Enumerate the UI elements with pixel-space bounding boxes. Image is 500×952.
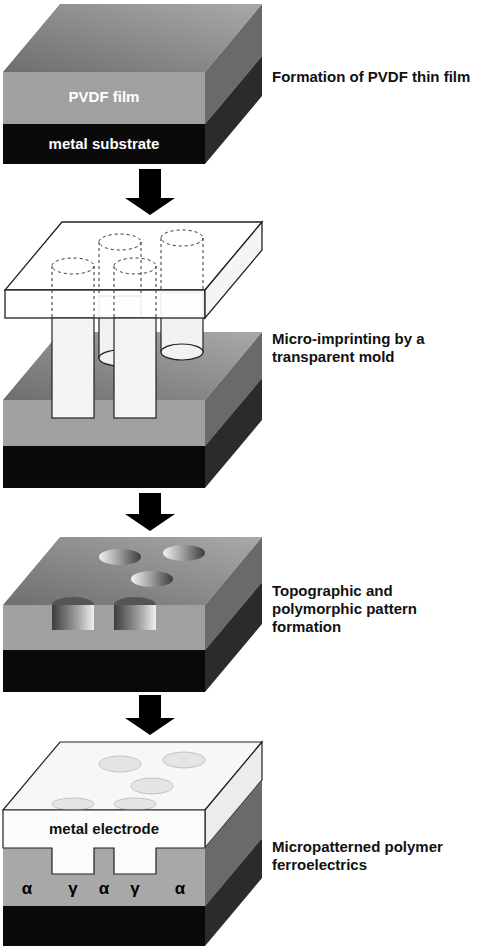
layer-label: metal substrate xyxy=(49,135,160,152)
phase-label: α xyxy=(99,879,109,898)
device-stack xyxy=(3,742,262,946)
process-stage: Micro-imprinting by a transparent mold xyxy=(0,218,500,490)
label-holder: α xyxy=(12,879,42,899)
label-holder: α xyxy=(165,879,195,899)
layer-label: PVDF film xyxy=(69,88,140,105)
phase-label: α xyxy=(22,879,32,898)
phase-label: γ xyxy=(68,879,77,898)
process-stage: Topographic and polymorphic pattern form… xyxy=(0,534,500,692)
label-holder: γ xyxy=(58,879,88,899)
label-holder: γ xyxy=(120,879,150,899)
label-holder: PVDF film xyxy=(3,88,205,106)
film-stack xyxy=(3,4,262,164)
imprint-stack xyxy=(3,222,262,488)
step-caption: Micro-imprinting by a transparent mold xyxy=(272,330,477,366)
phase-label: α xyxy=(175,879,185,898)
phase-label: γ xyxy=(130,879,139,898)
flow-arrow xyxy=(125,493,175,531)
step-caption: Micropatterned polymer ferroelectrics xyxy=(272,838,477,874)
label-holder: metal substrate xyxy=(3,135,205,153)
process-stage: Micropatterned polymer ferroelectrics xyxy=(0,738,500,948)
step-caption: Formation of PVDF thin film xyxy=(272,68,477,86)
label-holder: α xyxy=(89,879,119,899)
label-holder: metal electrode xyxy=(3,820,205,838)
flow-arrow xyxy=(125,169,175,215)
step-caption: Topographic and polymorphic pattern form… xyxy=(272,582,477,636)
flow-arrow xyxy=(125,695,175,735)
layer-label: metal electrode xyxy=(49,820,159,837)
patterned-stack xyxy=(3,537,262,692)
